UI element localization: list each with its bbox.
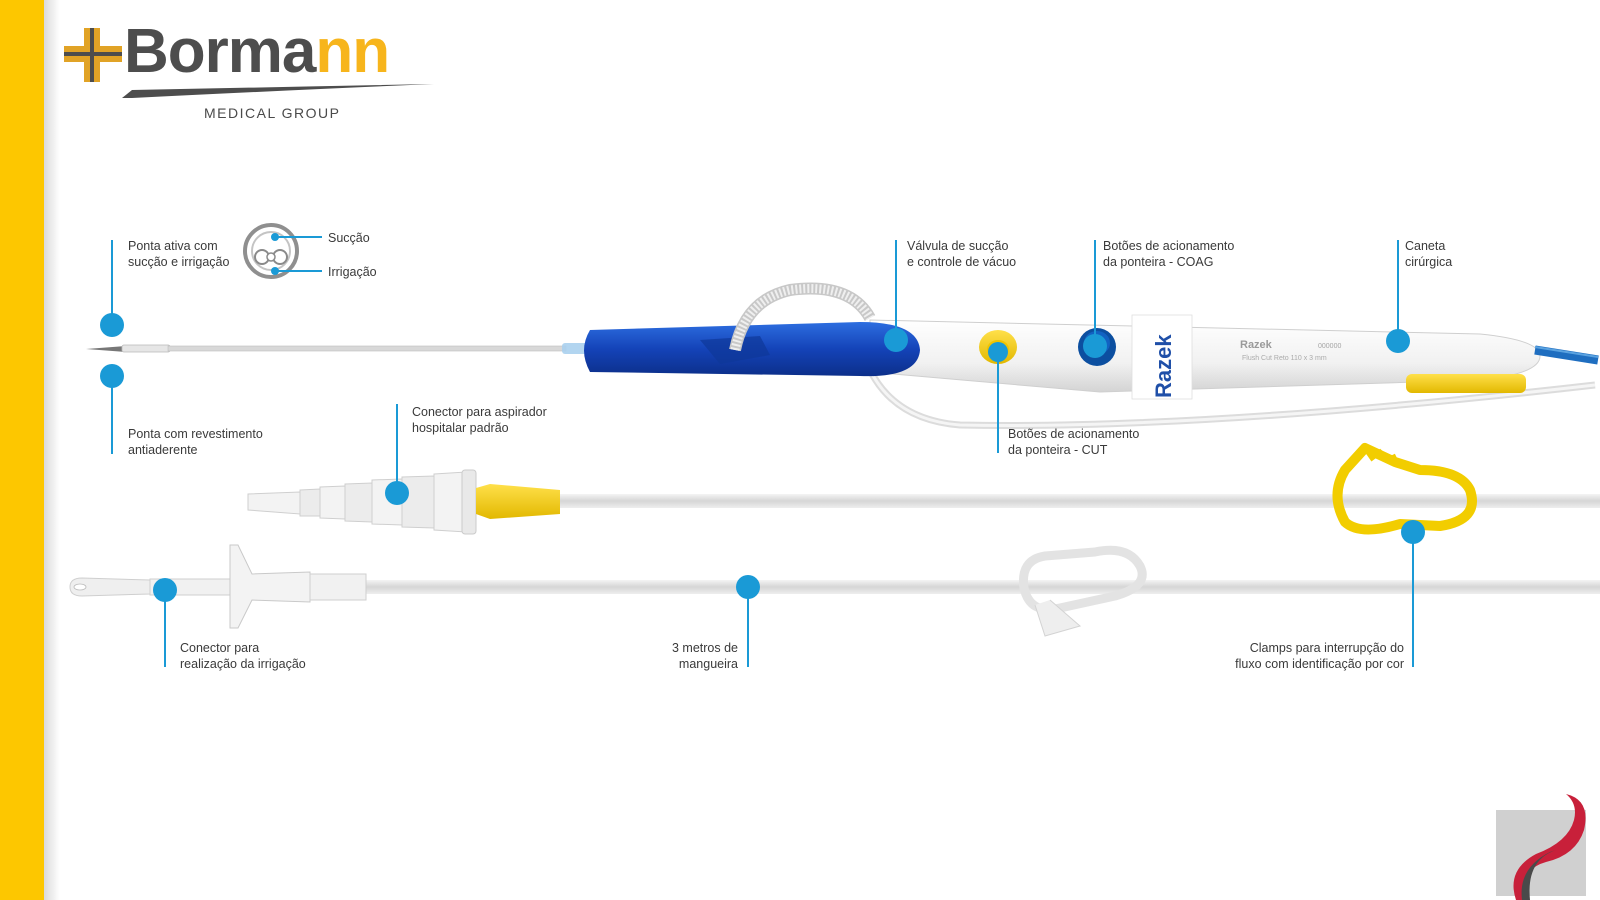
brand-name-part1: Borma <box>124 17 316 86</box>
callout-dot-pen <box>1386 329 1410 353</box>
cross-section-icon <box>243 223 299 279</box>
callout-dot-clamps <box>1401 520 1425 544</box>
label-irrigation: Irrigação <box>328 265 377 279</box>
surgical-pen: Razek Razek 000000 Flush Cut Reto 110 x … <box>86 282 1599 429</box>
medical-cross-icon <box>64 26 124 86</box>
callout-dot-nonstick-tip <box>100 364 124 388</box>
pen-label-code: 000000 <box>1318 343 1341 350</box>
pen-rod <box>167 345 567 352</box>
label-coag-buttons: Botões de acionamento da ponteira - COAG <box>1103 239 1235 269</box>
yellow-identifier-strip <box>1406 374 1526 393</box>
brand-tagline: MEDICAL GROUP <box>204 105 341 121</box>
logo-swoosh <box>122 84 434 98</box>
label-active-tip: Ponta ativa com sucção e irrigação <box>128 239 230 269</box>
bormann-logo: Bormann MEDICAL GROUP <box>64 16 444 128</box>
brand-name-part2: nn <box>315 17 390 86</box>
label-surgical-pen: Caneta cirúrgica <box>1405 239 1453 269</box>
irrigation-connector-flange <box>229 544 311 629</box>
callout-dot-irrigation <box>271 267 279 275</box>
aspiration-line <box>247 443 1600 535</box>
label-cut-buttons: Botões de acionamento da ponteira - CUT <box>1008 427 1140 457</box>
label-nonstick-tip: Ponta com revestimento antiaderente <box>128 427 263 457</box>
callout-lines <box>111 236 1414 667</box>
label-valve: Válvula de sucção e controle de vácuo <box>907 239 1017 269</box>
irrigation-line <box>69 544 1600 637</box>
side-bar-shadow <box>44 0 60 900</box>
callout-dot-aspirator-connector <box>385 481 409 505</box>
pen-label-model: Flush Cut Reto 110 x 3 mm <box>1242 355 1327 362</box>
callout-dot-hose <box>736 575 760 599</box>
label-clamps: Clamps para interrupção do fluxo com ide… <box>1235 641 1404 671</box>
callout-dot-cut <box>988 342 1008 362</box>
label-aspirator-connector: Conector para aspirador hospitalar padrã… <box>412 405 547 435</box>
pen-label-brand: Razek <box>1240 339 1273 351</box>
yellow-clamp <box>1332 443 1477 535</box>
callout-dot-coag <box>1083 334 1107 358</box>
pen-brand-text: Razek <box>1151 334 1176 398</box>
yellow-side-bar <box>0 0 44 900</box>
label-hose: 3 metros de mangueira <box>671 641 738 671</box>
active-tip <box>121 344 171 353</box>
callout-dot-irrigation-connector <box>153 578 177 602</box>
callout-dot-active-tip <box>100 313 124 337</box>
brand-name: Bormann <box>124 16 390 87</box>
callout-dots <box>100 233 1425 602</box>
corner-logo-icon <box>1496 794 1586 900</box>
white-clamp <box>1018 545 1147 614</box>
callout-dot-valve <box>884 328 908 352</box>
label-suction: Sucção <box>328 231 370 245</box>
callout-dot-suction <box>271 233 279 241</box>
label-irrigation-connector: Conector para realização da irrigação <box>180 641 306 671</box>
